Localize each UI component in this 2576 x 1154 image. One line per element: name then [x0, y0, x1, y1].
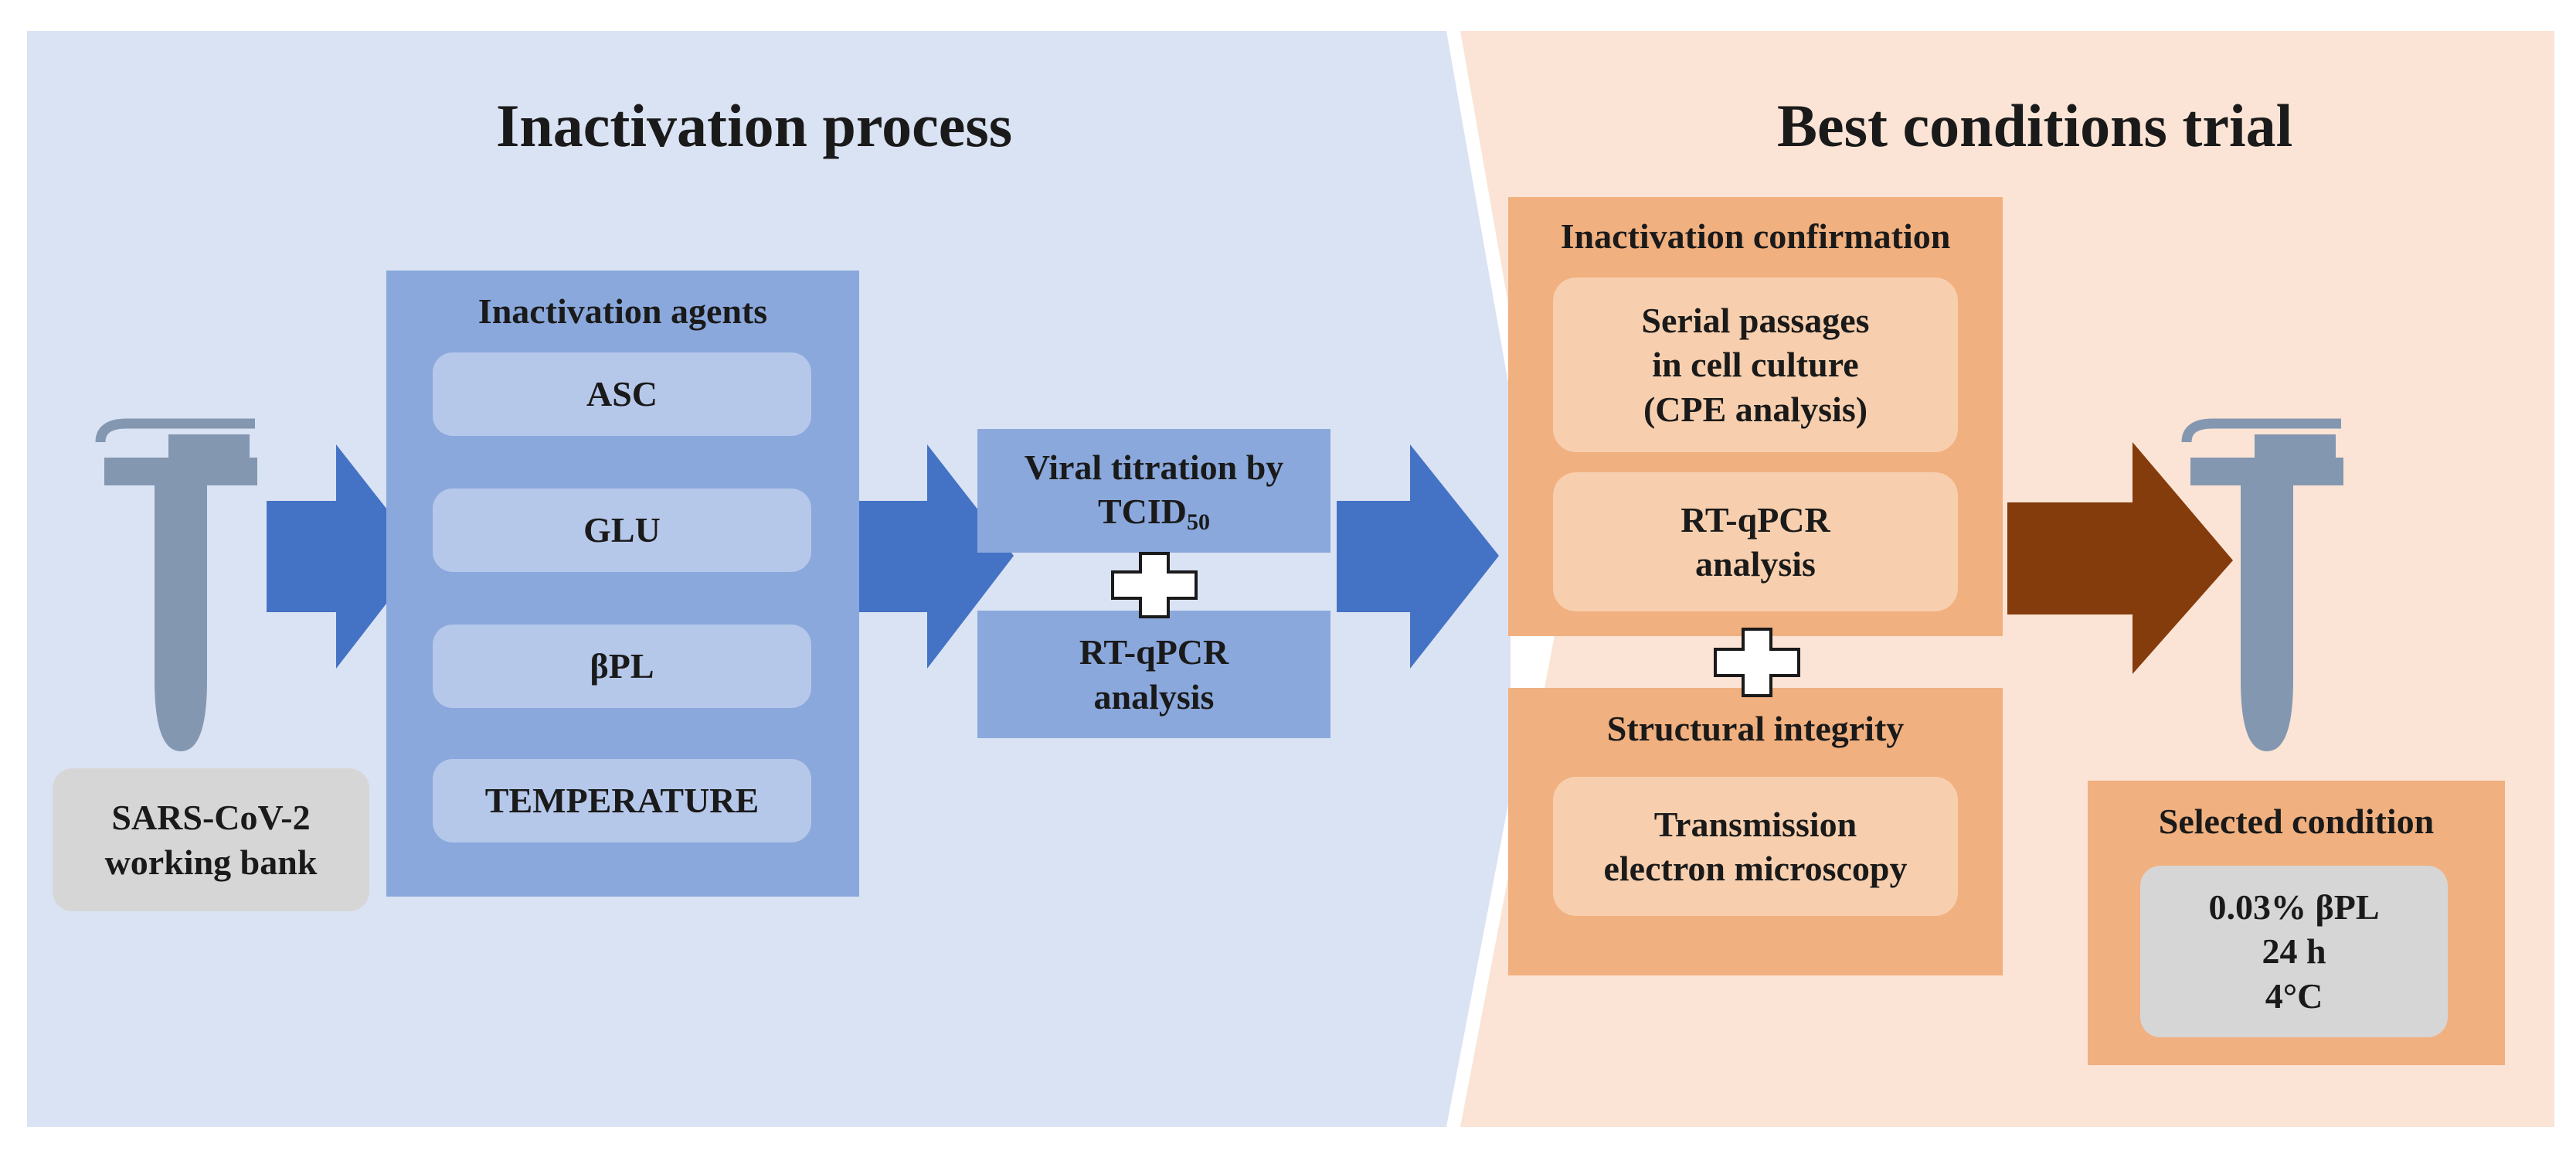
- arrow-to-selected-icon: [2007, 442, 2233, 674]
- titration-rtqpcr-line2: analysis: [1093, 676, 1215, 717]
- viral-titration-box: Viral titration by TCID50: [977, 429, 1330, 553]
- serial-passages-line3: (CPE analysis): [1643, 389, 1868, 429]
- source-label-line2: working bank: [104, 842, 318, 882]
- selected-condition-panel: Selected condition 0.03% βPL 24 h 4°C: [2088, 781, 2505, 1065]
- plus-icon: [1714, 628, 1800, 697]
- confirmation-rtqpcr-box: RT-qPCR analysis: [1553, 472, 1958, 611]
- tube-left-icon: [95, 418, 257, 751]
- plus-icon: [1111, 552, 1198, 618]
- inactivation-agents-header: Inactivation agents: [477, 291, 768, 331]
- structural-integrity-panel: Structural integrity Transmission electr…: [1508, 688, 2003, 975]
- selected-line2: 24 h: [2262, 931, 2326, 972]
- selected-line1: 0.03% βPL: [2208, 887, 2380, 927]
- serial-passages-box: Serial passages in cell culture (CPE ana…: [1553, 277, 1958, 452]
- tem-line1: Transmission: [1653, 804, 1857, 844]
- source-label-line1: SARS-CoV-2: [111, 798, 311, 837]
- titration-rtqpcr-box: RT-qPCR analysis: [977, 611, 1330, 738]
- tem-line2: electron microscopy: [1603, 849, 1908, 888]
- arrow-to-agents-icon: [267, 444, 423, 669]
- agent-item: TEMPERATURE: [433, 759, 811, 843]
- titration-rtqpcr-line1: RT-qPCR: [1079, 632, 1229, 672]
- serial-passages-line1: Serial passages: [1641, 300, 1870, 340]
- agent-item: GLU: [433, 488, 811, 572]
- agent-item: βPL: [433, 625, 811, 708]
- selected-condition-header: Selected condition: [2158, 802, 2435, 841]
- viral-titration-line2: TCID50: [1097, 492, 1211, 535]
- arrow-to-titration-icon: [846, 444, 1014, 669]
- right-section-title: Best conditions trial: [1777, 92, 2293, 159]
- structural-integrity-header: Structural integrity: [1606, 709, 1905, 748]
- left-section-title: Inactivation process: [496, 92, 1013, 159]
- tem-box: Transmission electron microscopy: [1553, 777, 1958, 916]
- inactivation-confirmation-panel: Inactivation confirmation Serial passage…: [1508, 197, 2003, 636]
- inactivation-agents-panel: Inactivation agents ASC GLU βPL TEMPERAT…: [386, 271, 859, 897]
- selected-condition-values: 0.03% βPL 24 h 4°C: [2140, 866, 2448, 1037]
- tube-right-icon: [2181, 418, 2343, 751]
- serial-passages-line2: in cell culture: [1652, 345, 1859, 385]
- confirmation-rtqpcr-line2: analysis: [1695, 544, 1816, 584]
- inactivation-confirmation-header: Inactivation confirmation: [1560, 216, 1951, 256]
- selected-line3: 4°C: [2265, 975, 2323, 1016]
- arrow-to-best-conditions-icon: [1337, 444, 1499, 669]
- viral-titration-line1: Viral titration by: [1024, 447, 1284, 487]
- source-label: SARS-CoV-2 working bank: [53, 768, 369, 911]
- confirmation-rtqpcr-line1: RT-qPCR: [1681, 499, 1830, 540]
- agent-item: ASC: [433, 352, 811, 436]
